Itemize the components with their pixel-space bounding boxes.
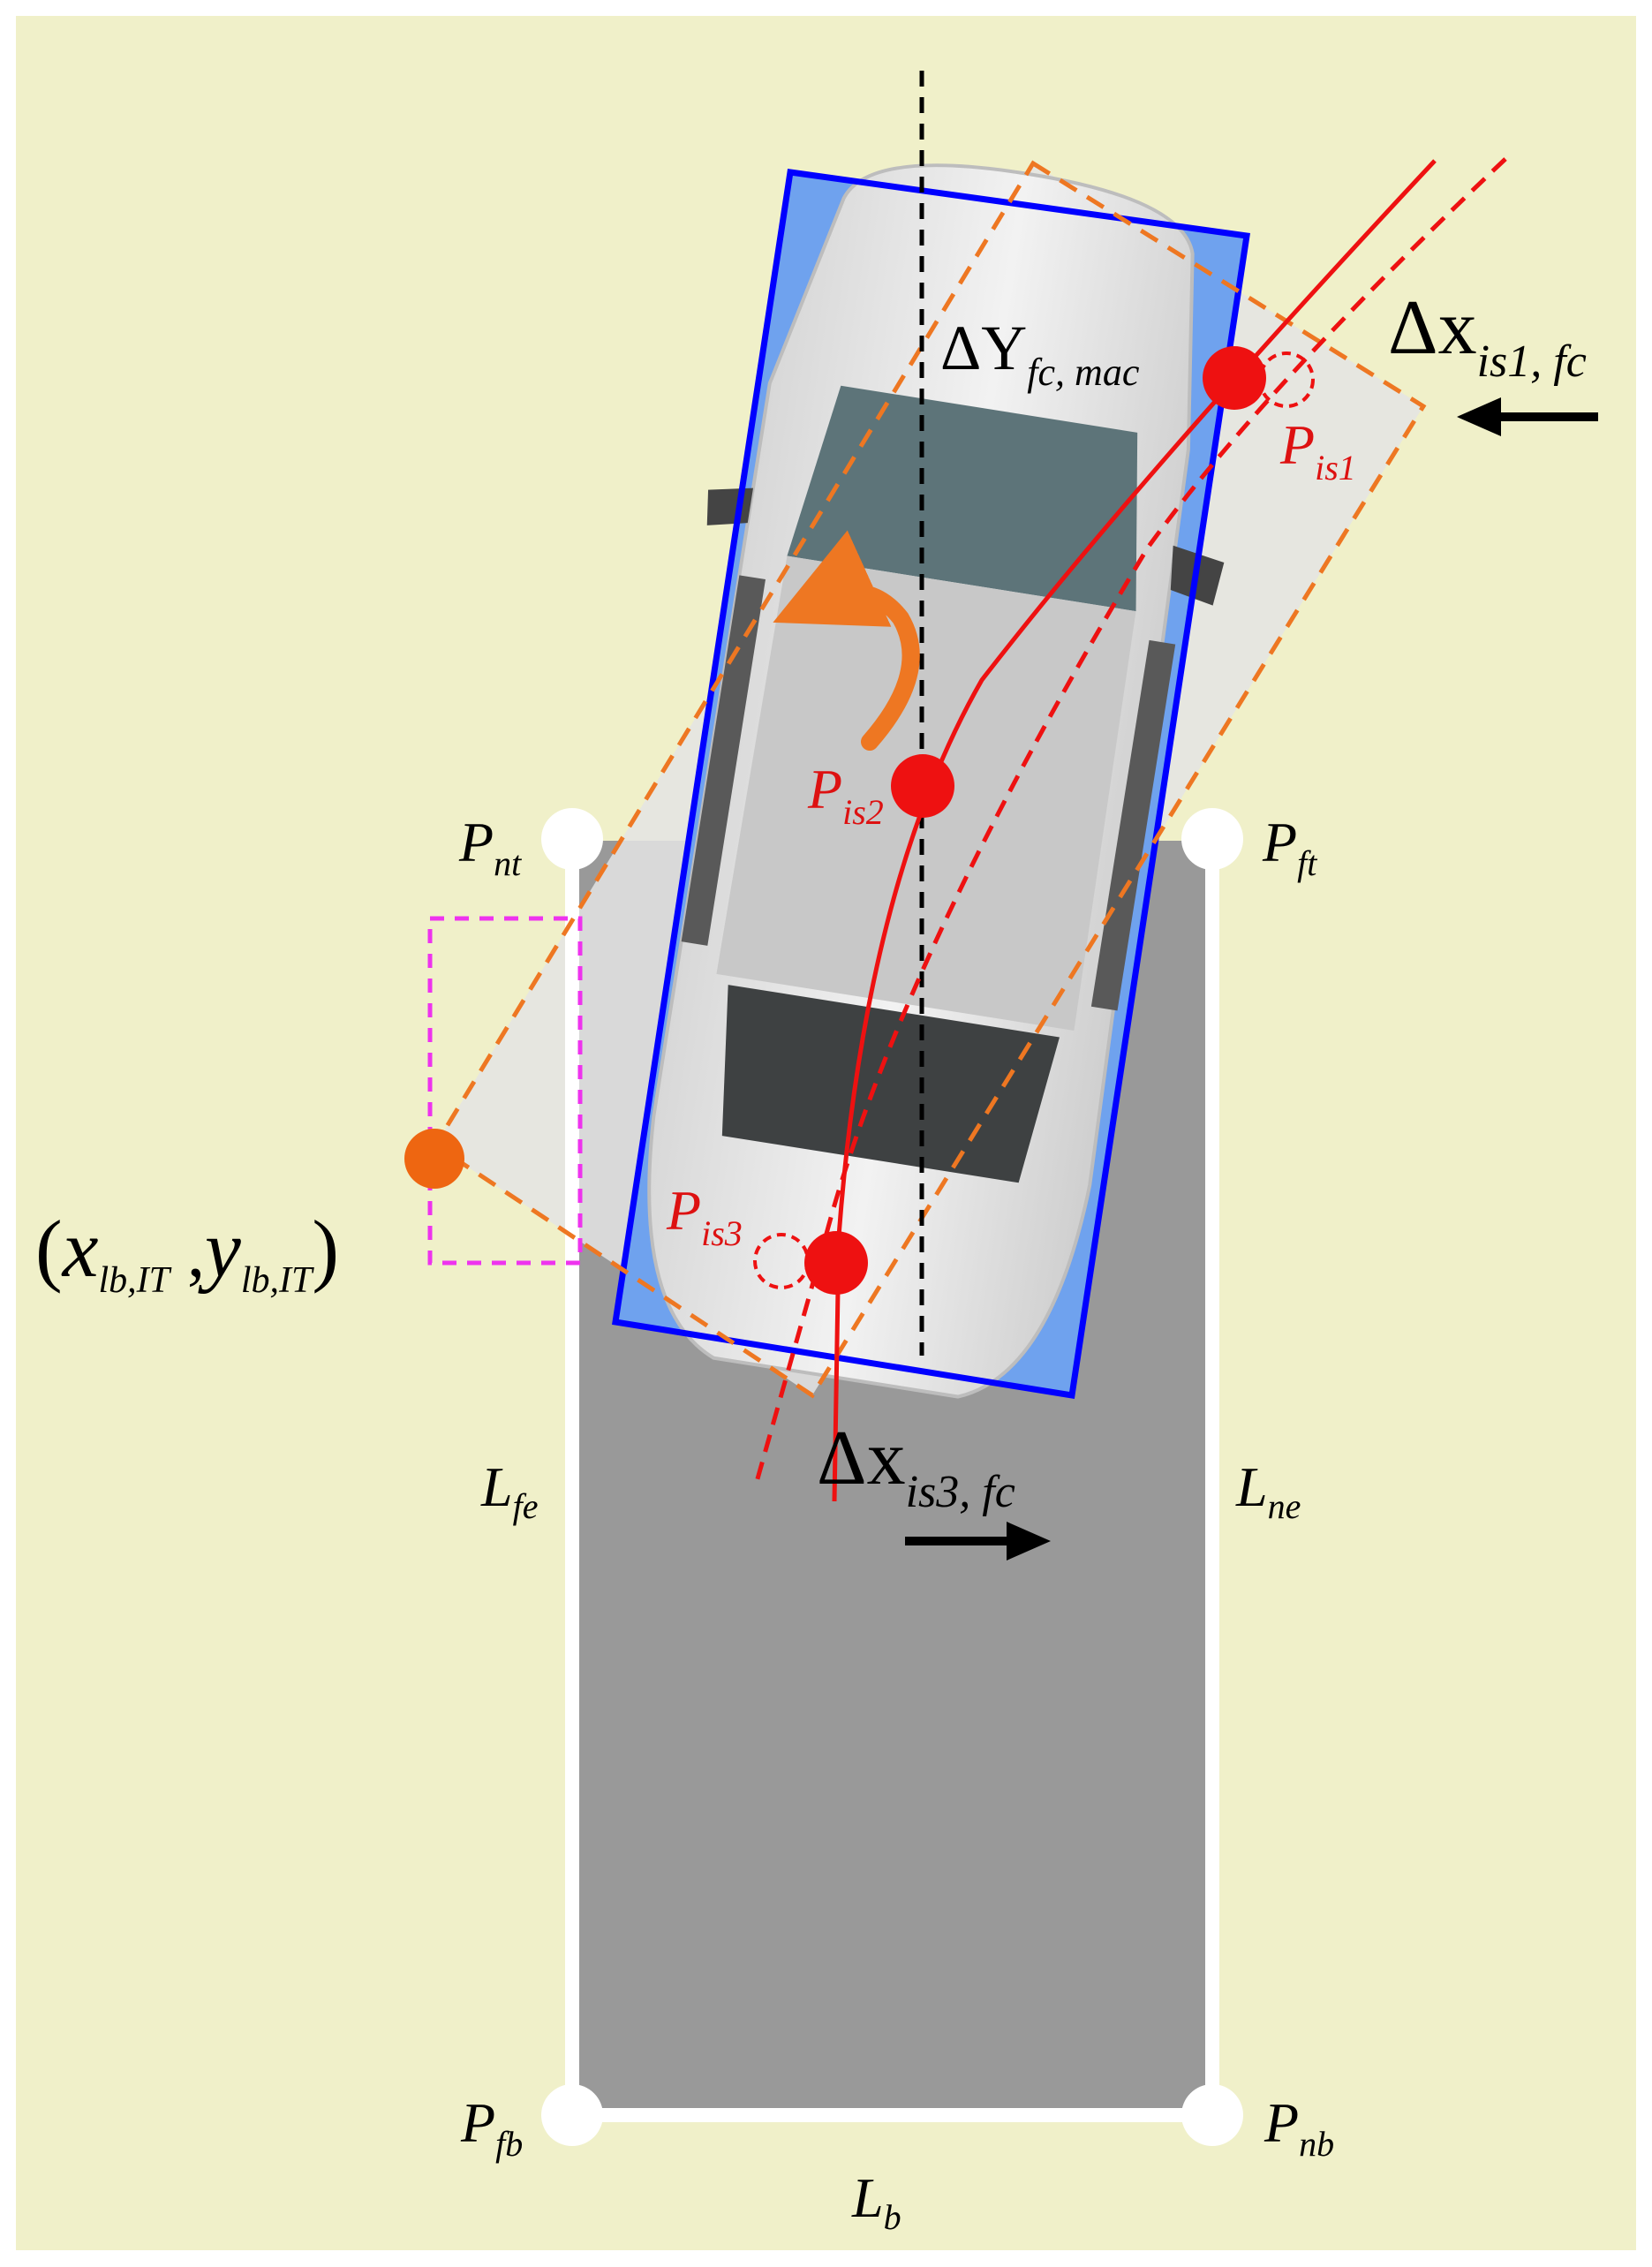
rotated-vehicle-box xyxy=(432,160,1427,1399)
point-Pnt xyxy=(541,808,603,870)
label-Pis2: Pis2 xyxy=(807,758,884,832)
point-Pis2 xyxy=(891,754,954,818)
label-delta-x-is1: Δxis1, fc xyxy=(1388,285,1587,387)
label-Pis3: Pis3 xyxy=(666,1179,743,1253)
label-Pis1: Pis1 xyxy=(1279,413,1356,487)
car-right-windows xyxy=(1090,639,1176,1011)
label-Pfb: Pfb xyxy=(460,2091,523,2164)
parking-boundary xyxy=(565,834,1219,2122)
label-Lb: Lb xyxy=(851,2166,901,2237)
label-Lne: Lne xyxy=(1235,1455,1301,1526)
point-Pnb xyxy=(1181,2084,1243,2146)
corner-point xyxy=(404,1129,464,1189)
blue-box-outline xyxy=(612,169,1250,1400)
label-Pnb: Pnb xyxy=(1264,2091,1334,2164)
corner-region-box xyxy=(427,916,583,1266)
trajectory-dashed xyxy=(752,157,1507,1489)
label-delta-x-is3: Δxis3, fc xyxy=(817,1416,1015,1517)
trajectory-solid xyxy=(832,159,1437,1502)
label-corner-coordinates: (xlb,IT ,ylb,IT) xyxy=(35,1204,339,1301)
point-Pis3 xyxy=(804,1231,868,1295)
label-Pft: Pft xyxy=(1262,811,1317,883)
label-Pnt: Pnt xyxy=(458,811,522,883)
rotate-counterclockwise-icon xyxy=(773,530,920,751)
label-Lfe: Lfe xyxy=(480,1455,538,1526)
point-Pft xyxy=(1181,808,1243,870)
arrow-left-icon xyxy=(1457,397,1598,436)
arrow-right-icon xyxy=(905,1522,1051,1560)
label-delta-Y: ΔYfc, mac xyxy=(940,313,1140,394)
point-Pis1 xyxy=(1203,346,1266,410)
car-left-windows xyxy=(681,575,766,946)
point-Pfb xyxy=(541,2084,603,2146)
